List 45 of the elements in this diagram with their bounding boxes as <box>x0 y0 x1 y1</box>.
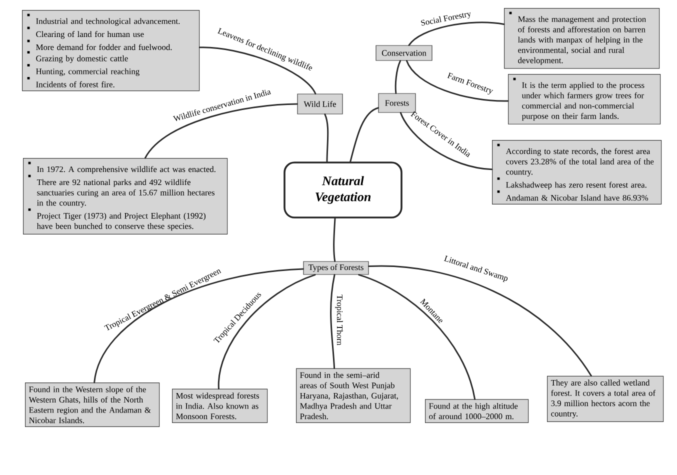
connector-line <box>350 107 379 162</box>
title-box: Natural Vegetation <box>284 162 402 218</box>
note-box <box>504 8 660 69</box>
edge-label: Social Forestry <box>421 12 471 26</box>
list-item: It is the term applied to the process under which farmers grow trees for commercial and non-commercial purpose on their farm lands. <box>522 82 644 121</box>
list-item: Hunting, commercial reaching <box>36 68 140 76</box>
connector-line <box>333 218 336 262</box>
connector-line <box>400 112 493 170</box>
list-item: Incidents of forest fire. <box>36 81 114 88</box>
list-item: There are 92 national parks and 492 wildlife sanctuaries curing an area of 15.67 million hectares in the country. <box>36 179 214 208</box>
note-box: Found at the high altitude of around 1000–2000 m. <box>425 399 529 423</box>
note-box <box>22 10 200 92</box>
note-box <box>508 74 661 124</box>
note-box <box>23 158 228 234</box>
list-item: Grazing by domestic cattle <box>36 55 128 64</box>
list-item: Clearing of land for human use <box>36 31 144 39</box>
list-item: More demand for fodder and fuelwood. <box>36 44 172 50</box>
note-box: They are also called wetland forest. It covers a total area of 3.9 million hectors acorn the country. <box>547 376 664 422</box>
connector-line <box>324 114 329 162</box>
list-item: Mass the management and protection of forests and afforestation on barren lands with manpax of helping in the environmental, social and rural development. <box>518 16 646 65</box>
list-item: Industrial and technological advancement. <box>36 18 180 26</box>
connector-line <box>368 265 592 377</box>
connector-line <box>144 103 298 159</box>
edge-label: Littoral and Swamp <box>444 255 508 282</box>
connector-line <box>198 46 316 94</box>
note-box: Found in the semi–arid areas of South West Punjab Haryana, Rajasthan, Gujarat, Madhya Pradesh and Uttar Pradesh. <box>296 368 411 423</box>
list-item: Lakshadweep has zero resent forest area. <box>506 182 646 190</box>
topic-box: Wild Life <box>297 94 343 114</box>
connector-line <box>218 274 316 390</box>
topic-box: Types of Forests <box>303 261 369 275</box>
connector-line <box>408 22 505 46</box>
connector-line <box>406 60 509 102</box>
note-box: Found in the Western slope of the Western Ghats, hills of the North Eastern region and the Andaman & Nicobar Islands. <box>25 382 160 427</box>
list-item: Project Tiger (1973) and Project Elephant (1992) have been bunched to conserve these species. <box>36 212 206 231</box>
note-box: Most widespread forests in India. Also known as Monsoon Forests. <box>172 388 268 423</box>
list-item: In 1972. A comprehensive wildlife act was enacted. <box>37 166 216 174</box>
connector-line <box>394 60 402 94</box>
note-box <box>492 140 662 204</box>
connector-line <box>330 274 336 369</box>
connector-line <box>94 268 304 384</box>
edge-label: Tropical Thorn <box>335 294 343 346</box>
topic-box: Conservation <box>376 45 432 61</box>
list-item: According to state records, the forest area covers 23.28% of the total land area of the country. <box>506 148 654 176</box>
connector-line <box>358 274 476 400</box>
list-item: Andaman & Nicobar Island have 86.93% <box>506 194 648 201</box>
